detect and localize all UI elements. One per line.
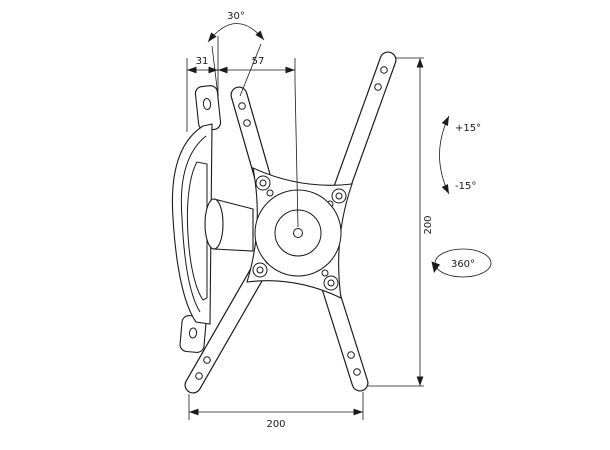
- rotation-arrowhead: [431, 261, 440, 273]
- wall-bracket: [171, 85, 222, 353]
- vesa-small-hole: [266, 189, 274, 197]
- tilt-up-label: +15°: [455, 123, 481, 134]
- arm-screw-hole: [353, 368, 361, 376]
- vesa-plate: [246, 167, 353, 299]
- pivot-arm: [204, 198, 254, 252]
- wall-bracket-body: [171, 123, 213, 325]
- tilt-down-label: -15°: [455, 181, 476, 192]
- arm-screw-hole: [380, 66, 388, 74]
- center-leader-line: [294, 81, 299, 228]
- dimension-annotations: [186, 23, 492, 420]
- swivel-arc: [207, 23, 265, 43]
- wall-bracket-edge-line: [180, 135, 207, 313]
- arm-screw-hole: [347, 351, 355, 359]
- vesa-small-hole: [321, 269, 329, 277]
- arm-screw-hole: [195, 372, 203, 380]
- mount-arms: [184, 51, 397, 394]
- arm-screw-hole: [243, 119, 251, 127]
- swivel-angle-label: 30°: [227, 11, 245, 22]
- arm-screw-hole: [374, 83, 382, 91]
- tilt-arc: [439, 115, 450, 195]
- wall-screw-slot: [188, 327, 198, 339]
- arm-screw-hole: [238, 102, 246, 110]
- arm-screw-hole: [203, 356, 211, 364]
- rotation-label: 360°: [451, 259, 475, 270]
- dimension-labels: 30° 31 57 +15° -15° 360° 200 200: [196, 11, 481, 430]
- swivel-ref-line: [211, 45, 219, 97]
- height-200-label: 200: [423, 215, 434, 234]
- wall-bracket-cutout: [186, 161, 208, 301]
- center-pivot-point: [293, 228, 303, 238]
- swivel-ref-line: [239, 43, 262, 97]
- offset-31-label: 31: [196, 56, 209, 67]
- pivot-cylinder-cap: [204, 198, 224, 250]
- width-200-label: 200: [266, 419, 285, 430]
- offset-57-label: 57: [252, 56, 265, 67]
- wall-screw-slot: [202, 98, 212, 110]
